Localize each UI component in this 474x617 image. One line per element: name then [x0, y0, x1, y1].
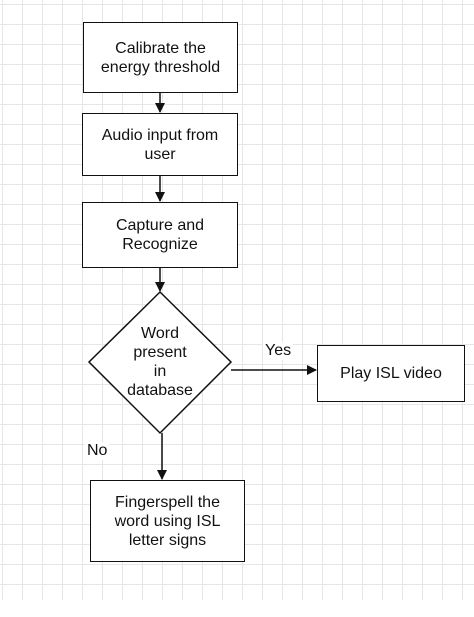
node-decision-label: Word present in database — [115, 320, 205, 404]
node-fingerspell: Fingerspell the word using ISL letter si… — [90, 480, 245, 562]
node-play-label: Play ISL video — [340, 365, 442, 382]
node-capture-label: Capture and Recognize — [115, 217, 205, 253]
flowchart-connectors — [87, 93, 317, 480]
edge-label-no: No — [85, 442, 110, 460]
edge-label-yes: Yes — [263, 342, 294, 360]
node-calibrate: Calibrate the energy threshold — [83, 22, 238, 93]
node-fingerspell-label: Fingerspell the word using ISL letter si… — [114, 493, 221, 549]
node-calibrate-label: Calibrate the energy threshold — [100, 39, 221, 76]
decision-line-2: present — [133, 344, 187, 361]
grid-canvas — [0, 0, 474, 600]
decision-diamond — [87, 290, 233, 435]
decision-line-3: in — [153, 363, 167, 380]
node-audio-input-label: Audio input from user — [101, 126, 219, 163]
decision-line-4: database — [127, 382, 193, 399]
node-audio-input: Audio input from user — [82, 113, 238, 176]
node-play-isl-video: Play ISL video — [317, 345, 465, 402]
node-capture-recognize: Capture and Recognize — [82, 202, 238, 268]
decision-line-1: Word — [141, 325, 179, 342]
